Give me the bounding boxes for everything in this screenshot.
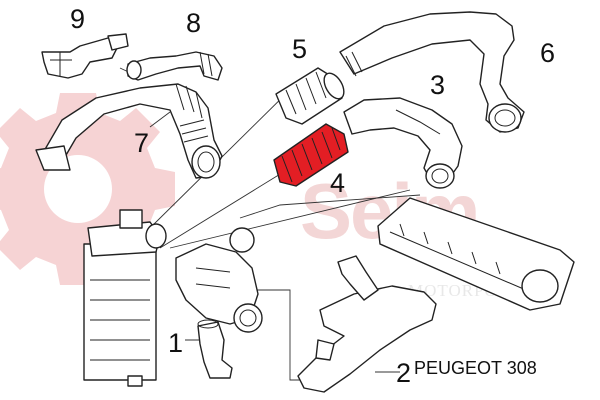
vehicle-caption: PEUGEOT 308 [414,358,537,378]
part-1-connector [197,319,233,379]
part-3-pipe [343,97,463,189]
callout-6: 6 [540,38,555,68]
callout-7: 7 [134,128,149,158]
part-6-pipe [339,11,525,133]
callout-numbers: 1 2 3 4 5 6 7 8 9 [70,4,555,388]
turbocharger [175,227,263,333]
part-4-sleeve-highlighted [273,123,349,187]
callout-2: 2 [396,358,411,388]
callout-9: 9 [70,4,85,34]
callout-4: 4 [330,168,345,198]
callout-3: 3 [430,70,445,100]
callout-1: 1 [168,328,183,358]
intercooler [83,209,167,387]
part-2-pipe [297,255,437,393]
part-9-hose [41,33,129,79]
leader-lines [119,67,421,381]
part-7-hose [35,83,223,179]
part-8-hose [126,51,223,81]
intake-manifold [377,197,575,311]
part-5-sleeve [275,67,345,125]
callout-8: 8 [186,8,201,38]
callout-5: 5 [292,34,307,64]
